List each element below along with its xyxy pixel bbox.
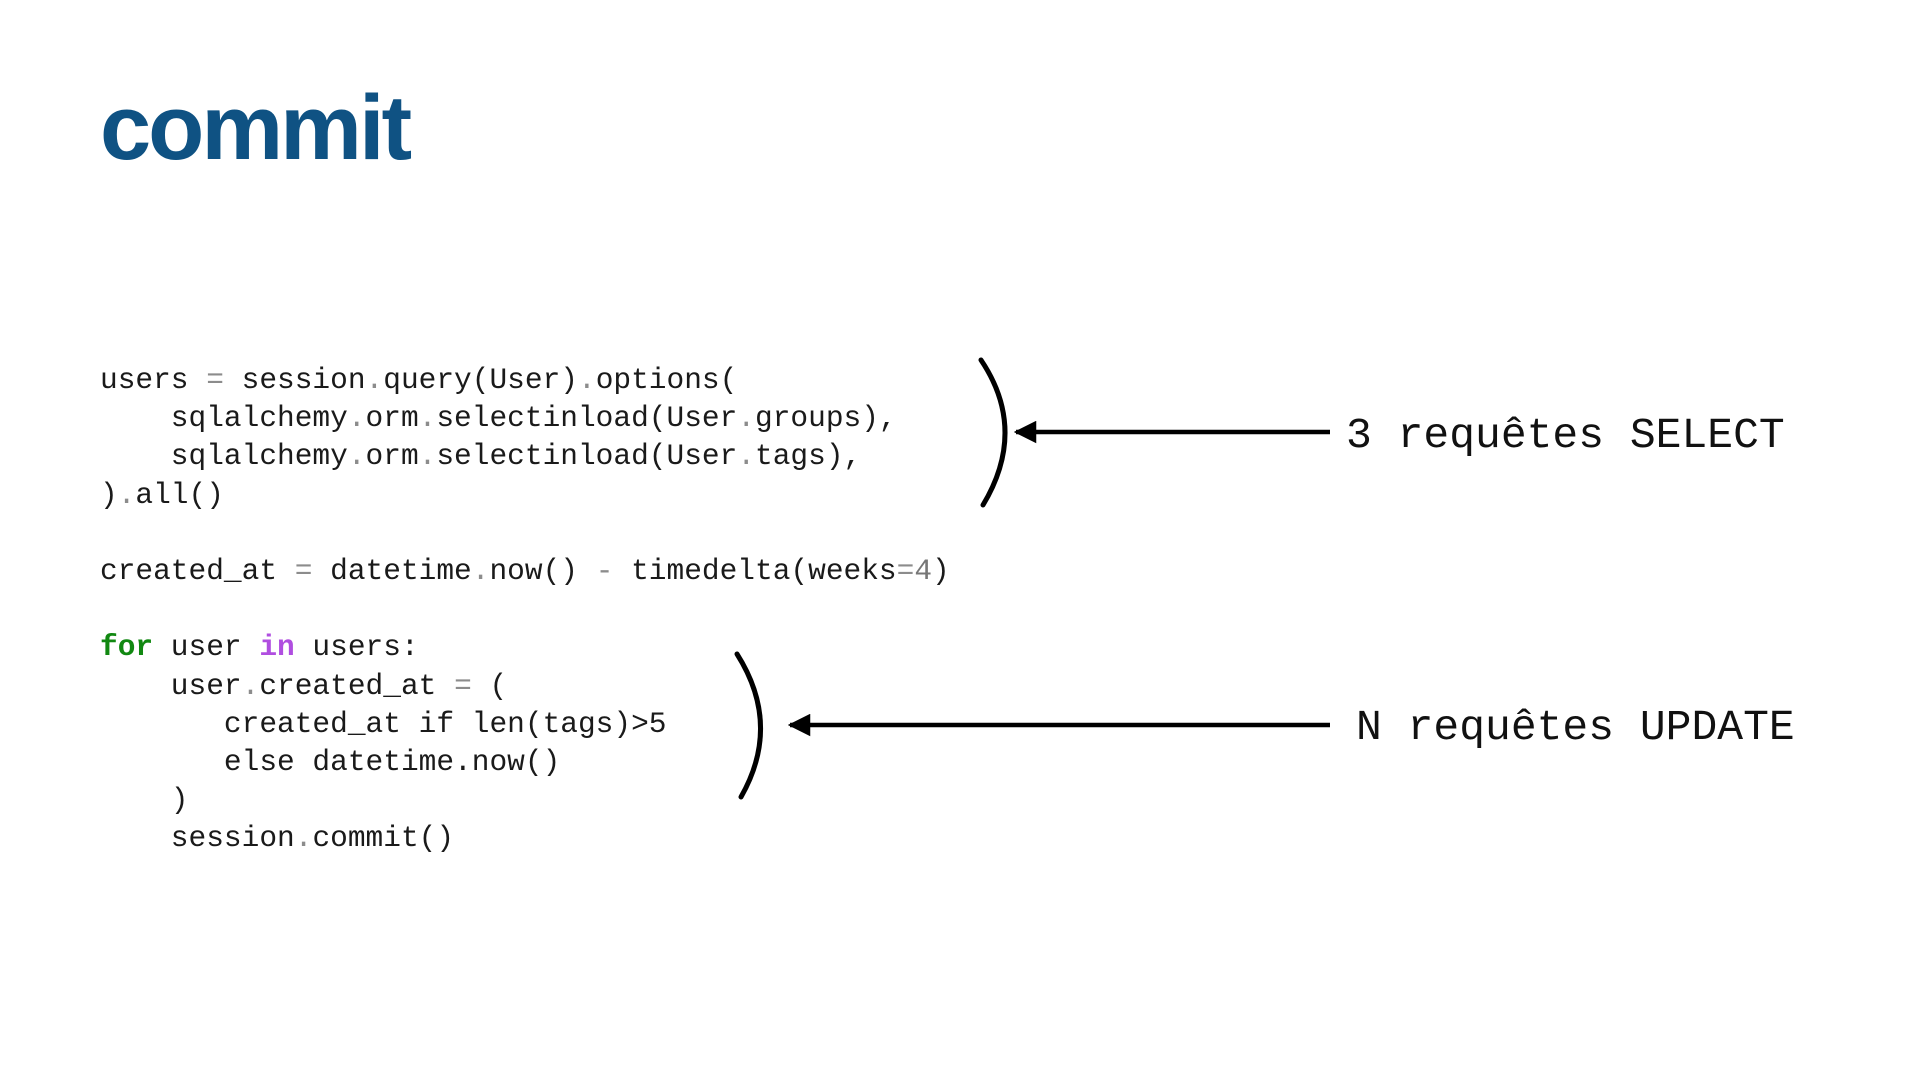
code-token: . (737, 401, 756, 436)
code-token: . (294, 821, 313, 856)
code-token: orm (365, 401, 419, 436)
code-token: ) (100, 783, 189, 818)
code-line: created_at = datetime.now() - timedelta(… (100, 552, 950, 590)
code-token: created_at (100, 553, 295, 588)
code-token: sqlalchemy (100, 401, 348, 436)
code-token: else datetime.now() (100, 744, 561, 779)
code-token: session (223, 363, 366, 397)
select-annotation: 3 requêtes SELECT (1346, 411, 1785, 460)
code-token: sqlalchemy (100, 439, 348, 474)
code-line: for user in users: (100, 628, 950, 666)
code-line: created_at if len(tags)>5 (100, 705, 950, 743)
code-token: . (737, 439, 756, 474)
select-bracket (978, 357, 1008, 508)
code-token: ( (471, 668, 508, 703)
code-token: = (896, 553, 915, 588)
code-token: tags), (755, 439, 862, 474)
code-token: groups), (755, 401, 897, 436)
code-token: . (471, 553, 490, 588)
code-token: now() (489, 553, 596, 588)
code-token: = (454, 668, 472, 703)
code-token: all() (135, 477, 224, 512)
code-token: for (100, 630, 154, 665)
code-token: options( (595, 363, 738, 397)
code-token: . (418, 401, 437, 436)
code-token: commit() (312, 821, 455, 856)
code-token: = (294, 553, 313, 588)
code-token: . (365, 363, 384, 397)
code-token: orm (365, 439, 419, 474)
code-token: created_at (259, 668, 455, 703)
update-bracket (734, 651, 764, 800)
code-token: . (347, 401, 366, 436)
code-token: . (577, 363, 596, 397)
update-annotation: N requêtes UPDATE (1356, 703, 1795, 752)
code-token: timedelta(weeks (613, 553, 897, 588)
code-token: created_at if len(tags)>5 (100, 706, 667, 741)
code-line: else datetime.now() (100, 743, 950, 781)
code-line: session.commit() (100, 819, 950, 857)
code-token: datetime (312, 553, 472, 588)
code-token: = (206, 363, 224, 397)
code-token: query(User) (383, 363, 578, 397)
code-line: sqlalchemy.orm.selectinload(User.tags), (100, 437, 950, 475)
code-token: . (241, 668, 260, 703)
code-token: selectinload(User (436, 401, 738, 436)
code-token: . (418, 439, 437, 474)
code-line: ) (100, 781, 950, 819)
code-token: . (347, 439, 366, 474)
code-token: ) (932, 553, 950, 588)
code-token: users (100, 363, 207, 397)
code-token: in (259, 630, 295, 665)
slide-title: commit (100, 77, 412, 179)
code-block: users = session.query(User).options( sql… (100, 361, 950, 857)
code-token: ) (100, 477, 118, 512)
code-token: user (100, 668, 242, 703)
code-token: users: (294, 630, 419, 665)
code-line: users = session.query(User).options( (100, 361, 950, 399)
code-line: ).all() (100, 476, 950, 514)
code-token: - (595, 553, 614, 588)
code-token: . (117, 477, 136, 512)
code-token: 4 (914, 553, 933, 588)
code-token: session (100, 821, 295, 856)
code-token: selectinload(User (436, 439, 738, 474)
code-line: sqlalchemy.orm.selectinload(User.groups)… (100, 399, 950, 437)
code-line: user.created_at = ( (100, 667, 950, 705)
code-token: user (153, 630, 260, 665)
